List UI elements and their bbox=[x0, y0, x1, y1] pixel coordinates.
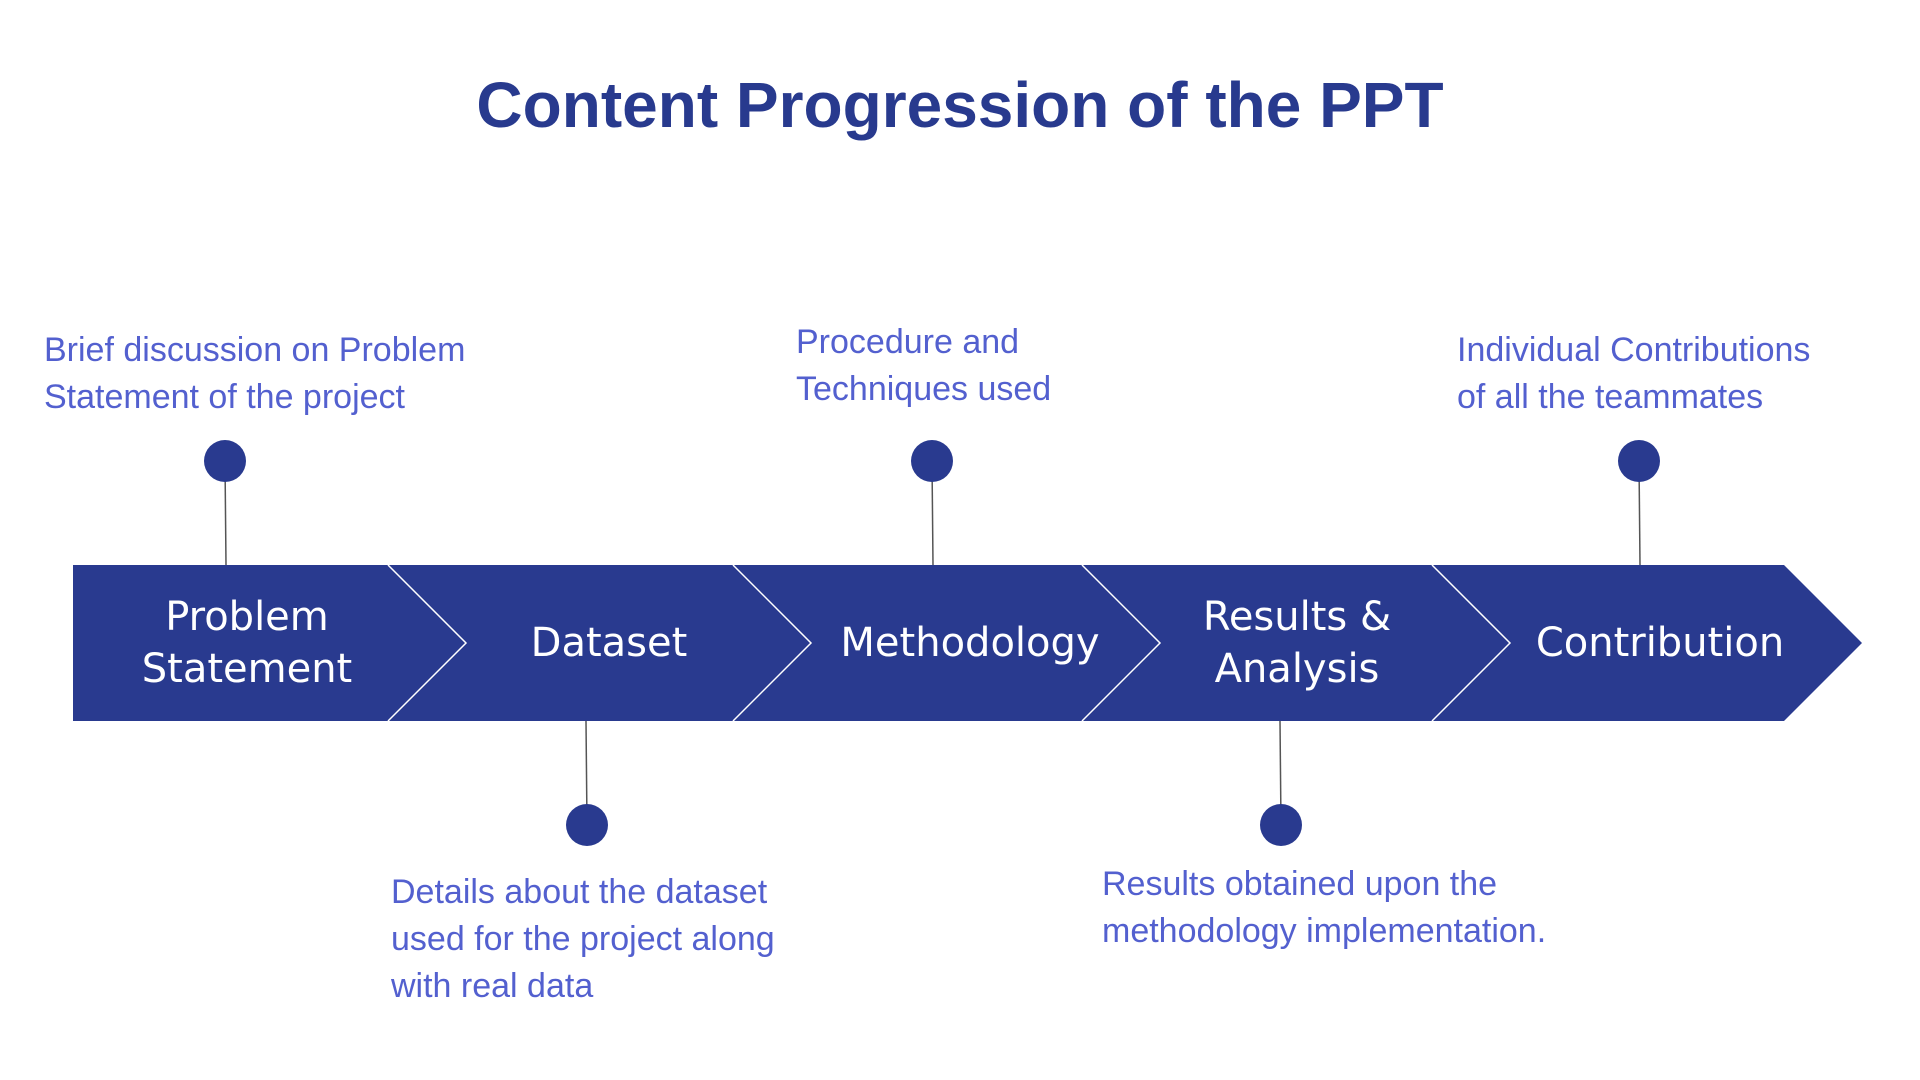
chevron-divider-3 bbox=[1081, 564, 1162, 722]
milestone-dot bbox=[1260, 804, 1302, 846]
step-label-contribution: Contribution bbox=[1535, 620, 1785, 666]
milestone-problem-statement bbox=[204, 440, 246, 566]
page-title: Content Progression of the PPT bbox=[476, 69, 1444, 141]
note-problem-statement: Brief discussion on Problem Statement of… bbox=[44, 331, 466, 416]
chevron-divider-4 bbox=[1431, 564, 1512, 722]
chevron-divider-1 bbox=[387, 564, 468, 722]
timeline-arrow bbox=[73, 564, 1862, 722]
milestone-contribution bbox=[1618, 440, 1660, 566]
step-label-methodology: Methodology bbox=[840, 620, 1100, 666]
milestone-dot bbox=[204, 440, 246, 482]
chevron-divider-2 bbox=[732, 564, 813, 722]
note-methodology: Procedure and Techniques used bbox=[796, 323, 1052, 408]
milestone-dot bbox=[911, 440, 953, 482]
arrow-body bbox=[73, 565, 1862, 721]
step-label-dataset: Dataset bbox=[530, 620, 688, 666]
step-label-problem-statement: Problem Statement bbox=[141, 594, 353, 692]
milestone-results-analysis bbox=[1260, 720, 1302, 846]
note-contribution: Individual Contributions of all the team… bbox=[1457, 331, 1811, 416]
milestone-dataset bbox=[566, 720, 608, 846]
milestone-dot bbox=[1618, 440, 1660, 482]
step-label-results-analysis: Results & Analysis bbox=[1202, 594, 1392, 692]
milestone-methodology bbox=[911, 440, 953, 566]
note-results-analysis: Results obtained upon the methodology im… bbox=[1102, 865, 1547, 950]
milestone-dot bbox=[566, 804, 608, 846]
note-dataset: Details about the dataset used for the p… bbox=[391, 873, 775, 1005]
